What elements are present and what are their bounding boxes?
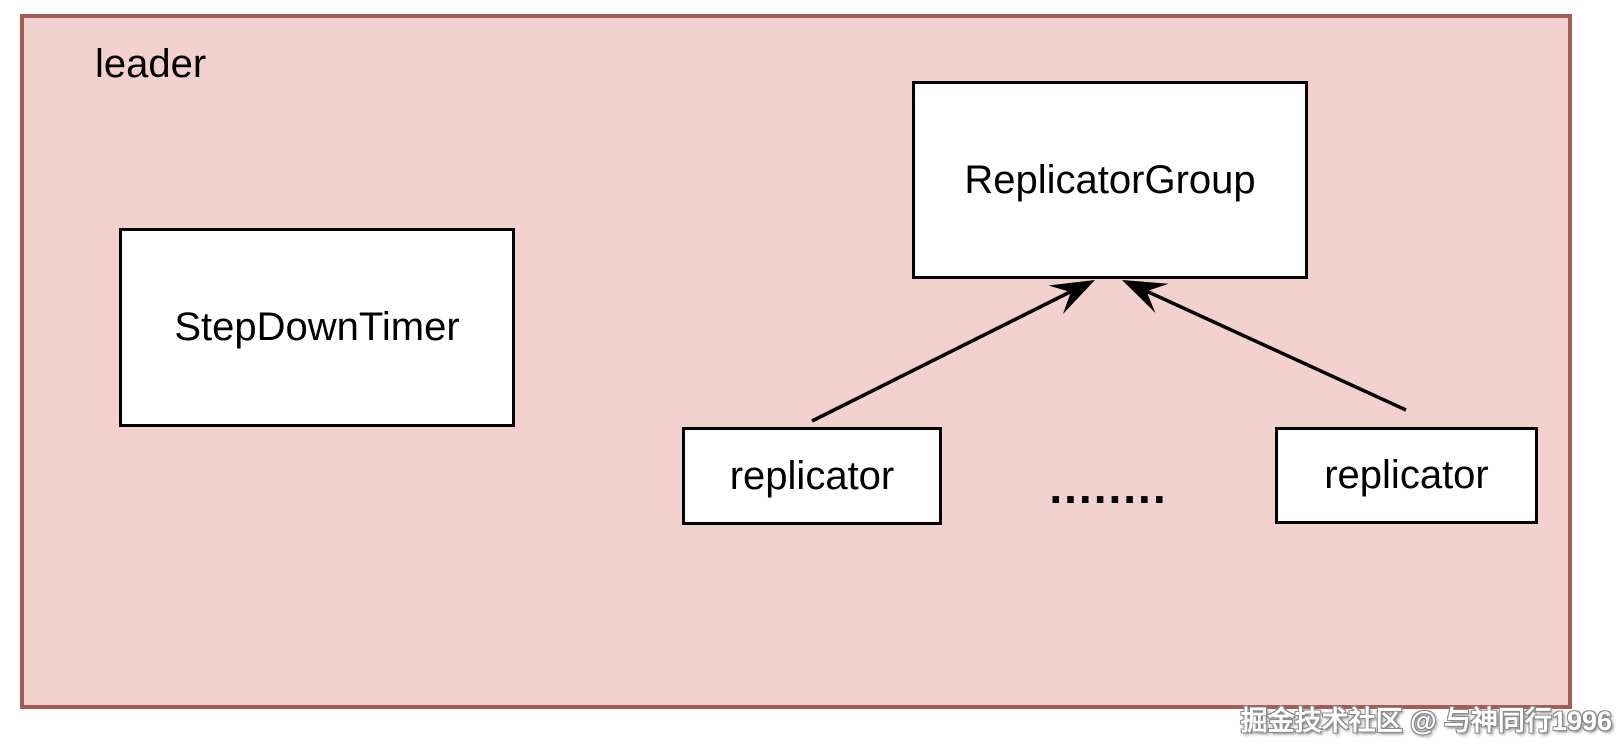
- node-replicator-left-label: replicator: [729, 453, 895, 498]
- node-replicatorgroup-label: ReplicatorGroup: [964, 157, 1256, 202]
- node-replicator-right: replicator: [1275, 427, 1538, 524]
- ellipsis-between-replicators: ........: [1049, 461, 1168, 513]
- node-stepdowntimer-label: StepDownTimer: [174, 305, 460, 349]
- node-stepdowntimer: StepDownTimer: [119, 228, 515, 427]
- leader-label: leader: [95, 42, 207, 86]
- watermark-text: 掘金技术社区 @ 与神同行1996: [1240, 706, 1612, 736]
- node-replicator-right-label: replicator: [1324, 453, 1489, 497]
- node-replicator-left: replicator: [682, 427, 942, 525]
- node-replicatorgroup: ReplicatorGroup: [912, 81, 1308, 279]
